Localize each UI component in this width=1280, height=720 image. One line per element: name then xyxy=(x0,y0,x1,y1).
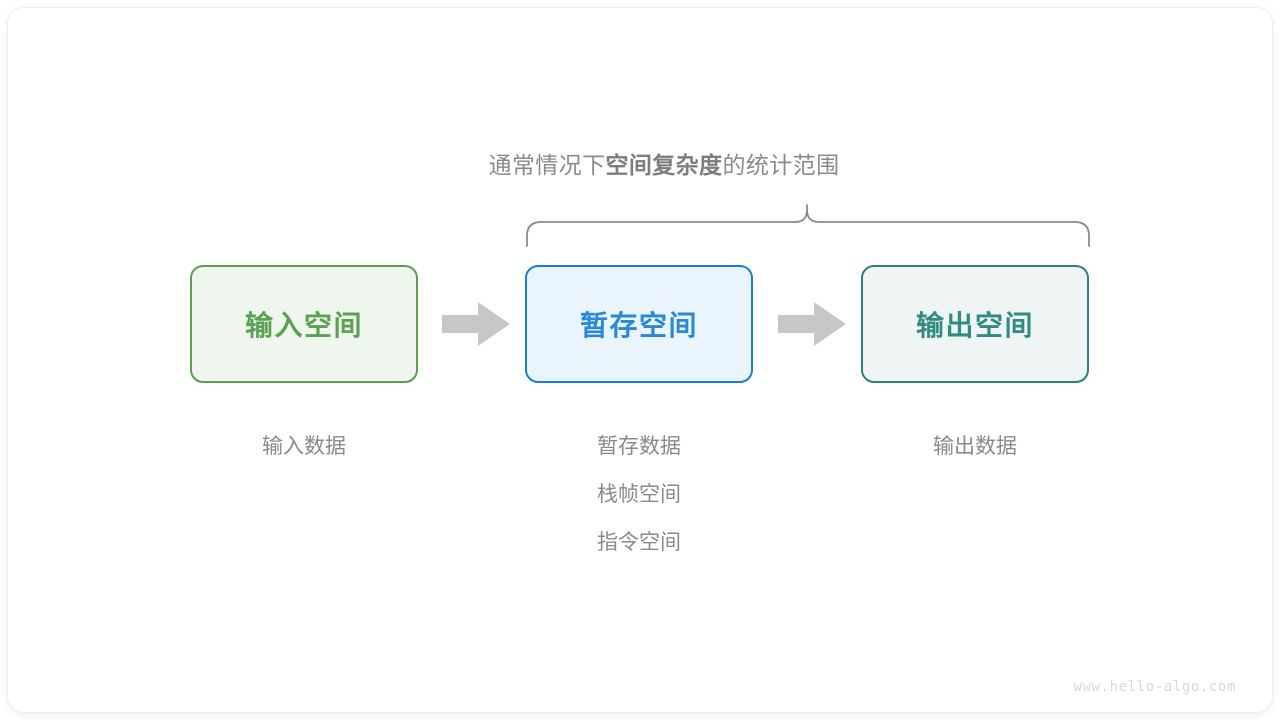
box-buffer-space: 暂存空间 xyxy=(525,265,753,383)
label-item: 输入数据 xyxy=(262,435,346,458)
scope-brace xyxy=(515,196,1101,250)
labels-buffer-space: 暂存数据 栈帧空间 指令空间 xyxy=(525,423,753,567)
label-item: 栈帧空间 xyxy=(597,483,681,506)
box-input-space-title: 输入空间 xyxy=(244,310,363,341)
box-input-space: 输入空间 xyxy=(190,265,418,383)
caption-prefix: 通常情况下 xyxy=(488,152,606,178)
arrow-right-icon-buffer-to-output xyxy=(778,302,846,346)
box-output-space-title: 输出空间 xyxy=(915,310,1034,341)
labels-output-space: 输出数据 xyxy=(861,423,1089,471)
arrow-right-icon-input-to-buffer xyxy=(442,302,510,346)
box-buffer-space-title: 暂存空间 xyxy=(579,310,698,341)
caption-suffix: 的统计范围 xyxy=(722,152,840,178)
scope-caption: 通常情况下空间复杂度的统计范围 xyxy=(0,146,1280,180)
box-output-space: 输出空间 xyxy=(861,265,1089,383)
labels-input-space: 输入数据 xyxy=(190,423,418,471)
watermark: www.hello-algo.com xyxy=(1073,679,1236,695)
caption-emphasis: 空间复杂度 xyxy=(605,152,723,178)
label-item: 输出数据 xyxy=(933,435,1017,458)
label-item: 暂存数据 xyxy=(597,435,681,458)
label-item: 指令空间 xyxy=(597,531,681,554)
